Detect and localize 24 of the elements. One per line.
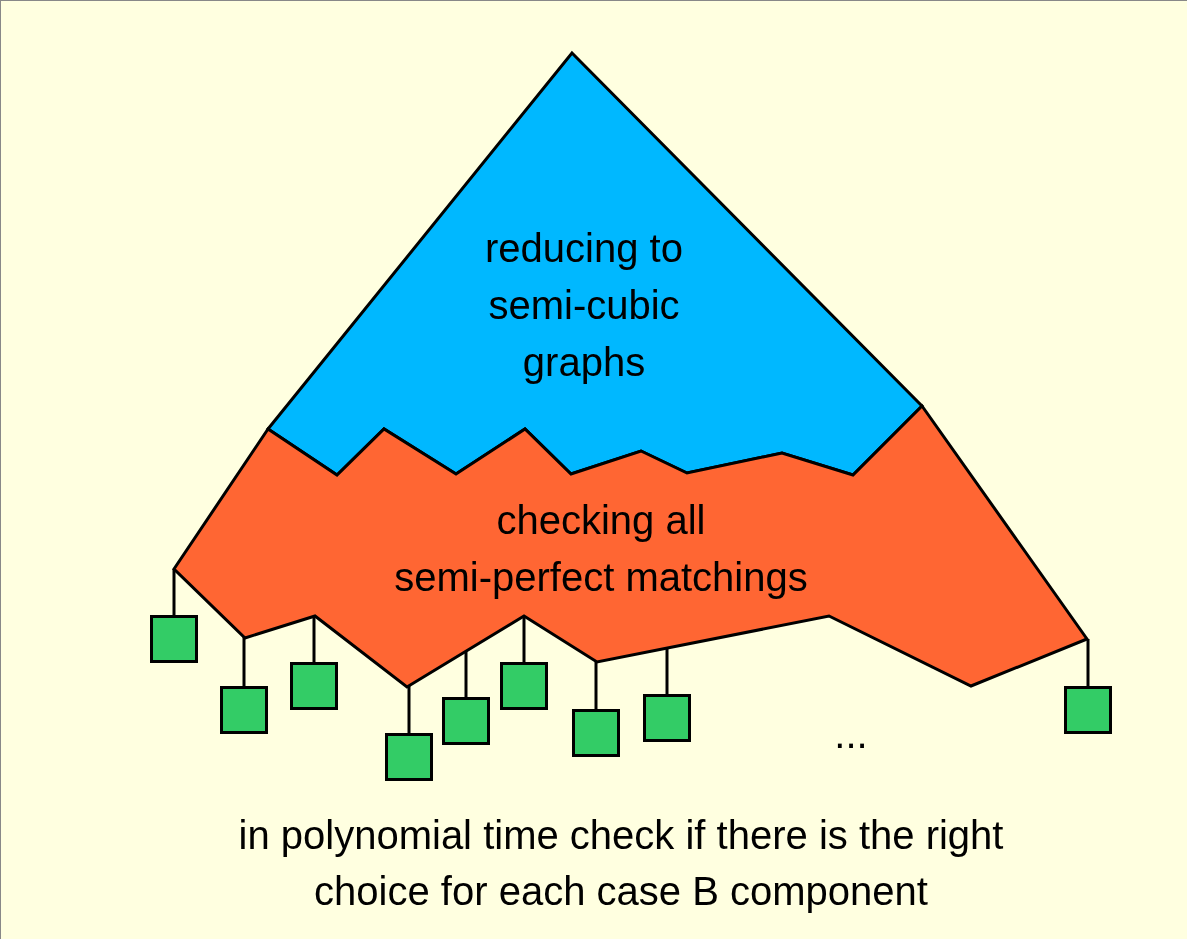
connector-line bbox=[594, 661, 598, 709]
square-node bbox=[385, 733, 433, 781]
band-region bbox=[174, 406, 1087, 687]
connector-line bbox=[464, 651, 468, 697]
connector-line bbox=[665, 648, 669, 694]
square-node bbox=[150, 615, 198, 663]
region-label: checking all semi-perfect matchings bbox=[393, 497, 809, 601]
connector-line bbox=[242, 637, 246, 686]
square-node bbox=[220, 686, 268, 734]
connector-line bbox=[1086, 639, 1090, 686]
connector-line bbox=[172, 569, 176, 615]
square-node bbox=[290, 662, 338, 710]
square-node bbox=[1064, 686, 1112, 734]
triangle-region bbox=[268, 53, 922, 475]
region-label: reducing to semi-cubic graphs bbox=[484, 225, 684, 386]
square-node bbox=[442, 697, 490, 745]
connector-line bbox=[522, 616, 526, 662]
square-node bbox=[500, 662, 548, 710]
ellipsis: ... bbox=[833, 711, 869, 758]
caption-note: in polynomial time check if there is the right choice for each case B component bbox=[237, 812, 1005, 915]
connector-line bbox=[312, 616, 316, 662]
connector-line bbox=[407, 685, 411, 733]
square-node bbox=[643, 694, 691, 742]
square-node bbox=[572, 709, 620, 757]
